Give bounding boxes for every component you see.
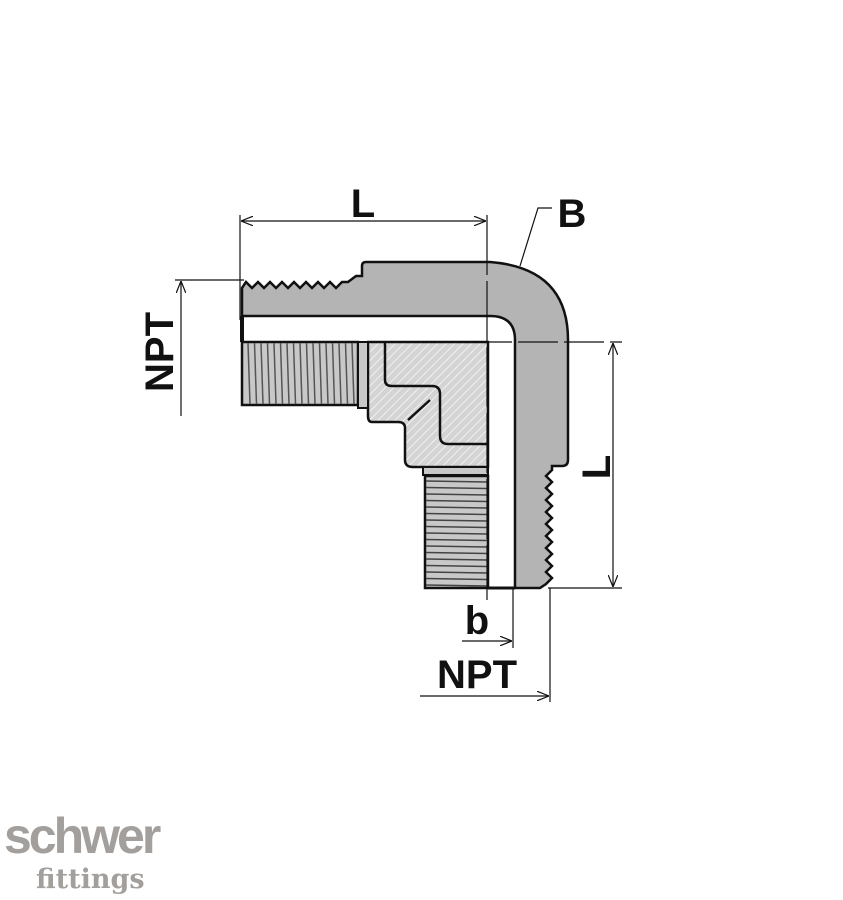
thread-line <box>425 545 488 548</box>
label-bend: B <box>558 192 587 236</box>
thread-line <box>425 584 488 587</box>
thread-line <box>305 342 310 405</box>
thread-line <box>425 506 488 509</box>
thread-line <box>331 342 336 405</box>
thread-line <box>425 551 488 555</box>
thread-line <box>253 342 258 405</box>
thread-line <box>247 342 251 405</box>
thread-line <box>425 519 488 522</box>
bend-leader <box>519 207 552 267</box>
schwer-logo: schwer fittings <box>4 808 164 895</box>
label-npt-bottom: NPT <box>437 653 517 697</box>
label-bore: b <box>465 599 489 643</box>
thread-line <box>425 499 488 503</box>
thread-line <box>338 342 342 405</box>
thread-line <box>344 342 349 405</box>
thread-line <box>351 342 355 405</box>
logo-wordmark: schwer <box>4 808 161 864</box>
thread-line <box>425 564 488 568</box>
thread-line <box>260 342 264 405</box>
thread-line <box>425 532 488 535</box>
thread-line <box>266 342 271 405</box>
thread-line <box>425 512 488 516</box>
bottom-thread-section <box>422 466 490 590</box>
thread-line <box>425 493 488 496</box>
thread-line <box>299 342 303 405</box>
thread-line <box>425 571 488 574</box>
thread-line <box>292 342 297 405</box>
left-thread-section <box>240 340 369 409</box>
thread-line <box>312 342 316 405</box>
thread-line <box>279 342 284 405</box>
thread-line <box>425 480 488 483</box>
thread-line <box>425 525 488 529</box>
fitting-body <box>240 260 570 590</box>
thread-line <box>286 342 290 405</box>
thread-line <box>425 486 488 490</box>
label-npt-left: NPT <box>138 312 182 392</box>
thread-line <box>425 577 488 581</box>
label-length-top: L <box>351 182 375 226</box>
thread-line <box>318 342 323 405</box>
logo-subtitle: fittings <box>36 864 145 895</box>
thread-line <box>325 342 329 405</box>
section-body <box>366 340 490 469</box>
thread-line <box>425 558 488 561</box>
label-length-right: L <box>575 455 619 479</box>
thread-line <box>425 538 488 542</box>
thread-line <box>273 342 277 405</box>
